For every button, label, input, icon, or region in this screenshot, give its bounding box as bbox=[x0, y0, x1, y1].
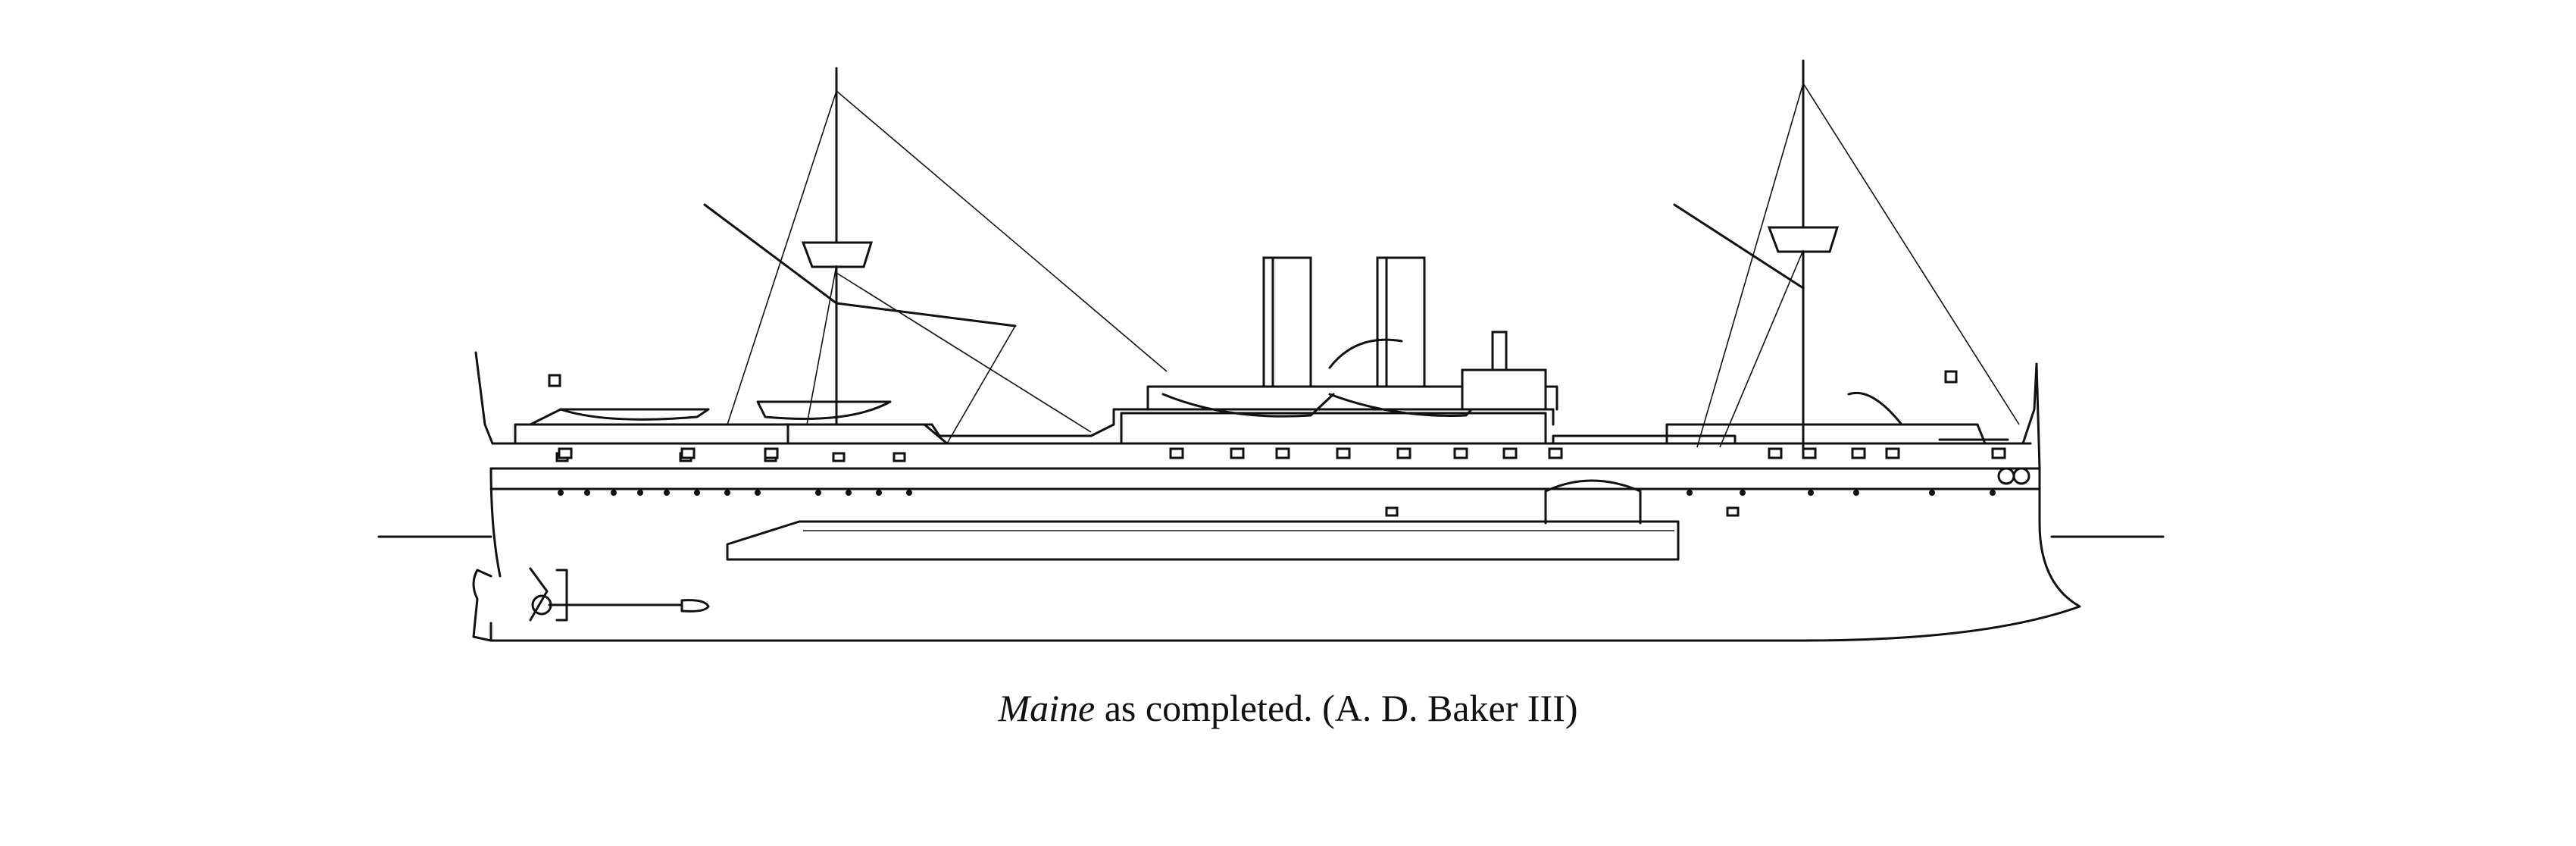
boats bbox=[559, 338, 1903, 426]
bridge bbox=[548, 331, 1958, 411]
ship-name: Maine bbox=[998, 687, 1096, 729]
rudder-propeller bbox=[472, 567, 710, 642]
figure-caption: Maine as completed. (A. D. Baker III) bbox=[0, 686, 2576, 730]
masts bbox=[703, 59, 1840, 456]
guns bbox=[529, 408, 2030, 485]
funnels bbox=[1262, 256, 1426, 388]
upper-windows bbox=[558, 447, 2006, 459]
portholes bbox=[555, 452, 1996, 517]
rigging bbox=[727, 83, 2020, 448]
ship-profile-drawing bbox=[377, 59, 2165, 642]
caption-text: as completed. (A. D. Baker III) bbox=[1095, 687, 1578, 729]
superstructure bbox=[514, 385, 1987, 525]
hull bbox=[474, 351, 2081, 642]
armor-belt bbox=[726, 520, 1680, 561]
